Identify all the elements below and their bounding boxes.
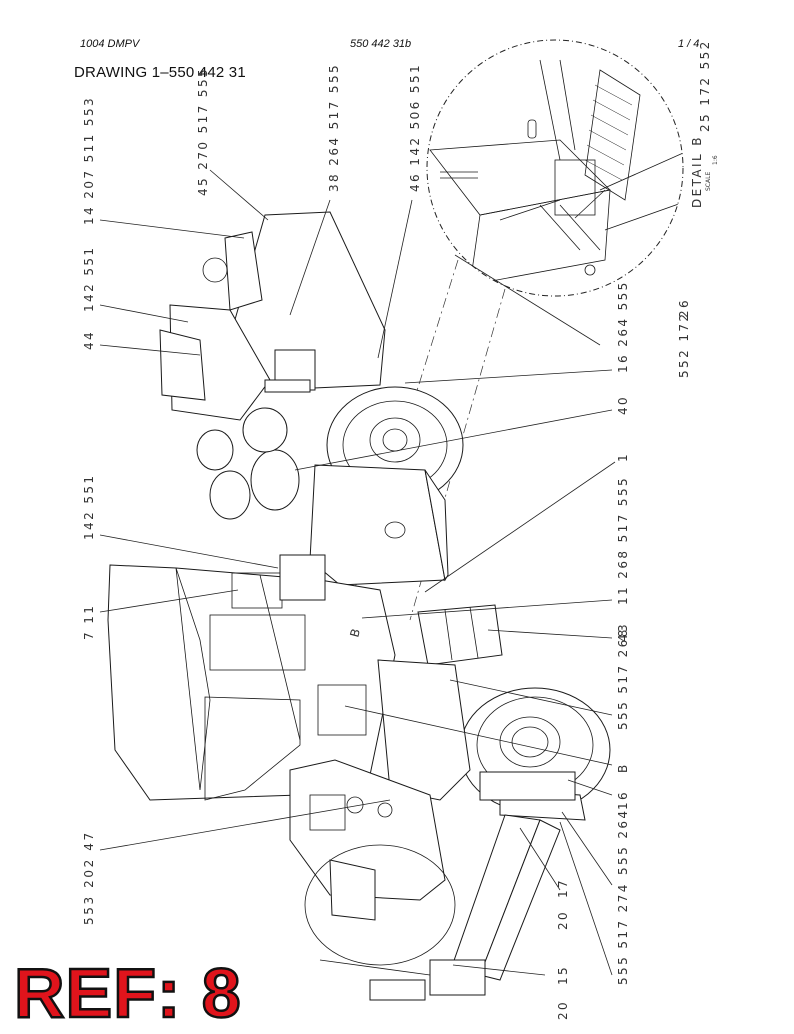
callout-16-upper: 16 264 555 bbox=[616, 280, 630, 373]
callout-43: 43 bbox=[616, 622, 630, 642]
callout-14: 14 207 511 553 bbox=[82, 96, 96, 225]
header-document-number: 550 442 31b bbox=[350, 38, 412, 50]
callout-20-upper: 20 bbox=[556, 910, 570, 930]
callout-b: B bbox=[616, 762, 630, 773]
callout-38: 38 264 517 555 bbox=[327, 63, 341, 192]
callout-45: 45 270 517 555 bbox=[196, 67, 210, 196]
view-b-marker: B bbox=[347, 625, 363, 639]
callout-555-517-268: 555 517 268 bbox=[616, 627, 630, 730]
callout-11: 11 268 517 555 bbox=[616, 476, 630, 605]
callout-142-551-upper: 142 551 bbox=[82, 246, 96, 312]
callout-25: 25 172 552 bbox=[698, 39, 712, 132]
callout-16-lower: 16 bbox=[616, 790, 630, 810]
callout-555-264: 555 264 bbox=[616, 809, 630, 875]
callout-46: 46 142 506 551 bbox=[408, 63, 422, 192]
detail-scale-label: SCALE bbox=[705, 172, 712, 191]
callout-142-551-lower: 142 551 bbox=[82, 474, 96, 540]
ref-label: REF: 8 bbox=[13, 954, 242, 1032]
callout-1: 1 bbox=[616, 452, 630, 462]
callout-40: 40 bbox=[616, 395, 630, 415]
callout-26: 26 bbox=[677, 298, 691, 318]
header-model: 1004 DMPV bbox=[80, 38, 140, 50]
callout-555-517-274: 555 517 274 bbox=[616, 882, 630, 985]
callout-47: 553 202 47 bbox=[82, 830, 96, 925]
callout-20-lower: 20 bbox=[556, 1000, 570, 1020]
leader-lines bbox=[99, 169, 616, 976]
callout-15: 15 bbox=[556, 965, 570, 985]
header-page-number: 1 / 4 bbox=[678, 38, 700, 50]
drawing-title: DRAWING 1–550 442 31 bbox=[74, 64, 246, 81]
callout-17: 17 bbox=[556, 878, 570, 898]
detail-b-title: DETAIL B bbox=[690, 135, 704, 208]
callout-552-172: 552 172 bbox=[677, 312, 691, 378]
callout-44: 44 bbox=[82, 330, 96, 350]
machine-line-art bbox=[107, 211, 611, 1001]
callout-7-11: 7 11 bbox=[82, 604, 96, 640]
detail-scale-value: 1:6 bbox=[712, 155, 719, 165]
